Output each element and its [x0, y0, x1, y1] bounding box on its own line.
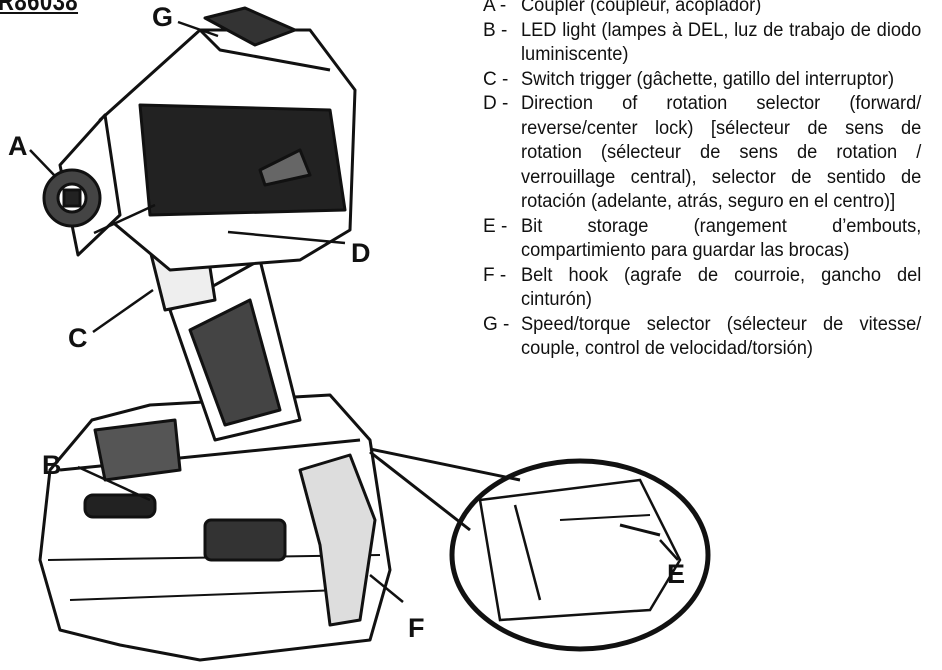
callout-d: D [351, 238, 371, 268]
callout-g: G [152, 2, 173, 32]
part-code: B - [483, 19, 508, 41]
part-item-a: A - Coupler (coupleur, acoplador) [483, 0, 938, 19]
part-code: A - [483, 0, 507, 16]
part-item-b: B - LED light (lampes à DEL, luz de traba… [483, 19, 938, 68]
part-description: LED light (lampes à DEL, luz de trabajo … [521, 19, 922, 66]
part-description: Coupler (coupleur, acoplador) [521, 0, 762, 16]
callout-a: A [8, 131, 28, 161]
callout-f: F [408, 613, 425, 643]
callout-b: B [42, 450, 62, 480]
part-description: Switch trigger (gâchette, gatillo del in… [521, 68, 895, 90]
part-item-f: F - Belt hook (agrafe de courroie, gancho… [483, 264, 938, 313]
part-code: F - [483, 264, 507, 286]
callout-c: C [68, 323, 88, 353]
part-item-e: E - Bit storage (rangement d’embouts, com… [483, 215, 938, 264]
part-code: E - [483, 215, 508, 237]
part-description: Belt hook (agrafe de courroie, gancho de… [521, 264, 922, 311]
part-code: G - [483, 313, 510, 335]
parts-list: A - Coupler (coupleur, acoplador) B - LED … [483, 0, 938, 362]
speed-torque-selector [203, 6, 297, 47]
part-description: Speed/torque selector (sélecteur de vite… [521, 313, 922, 360]
belt-hook [298, 453, 377, 627]
part-item-d: D - Direction of rotation selector (forwa… [483, 92, 938, 215]
model-number: R86038 [0, 0, 79, 16]
part-code: C - [483, 68, 509, 90]
part-description: Bit storage (rangement d’embouts, compar… [521, 215, 922, 262]
part-item-c: C - Switch trigger (gâchette, gatillo del… [483, 68, 938, 93]
impact-driver-illustration: G A D C B F [8, 2, 425, 662]
part-item-g: G - Speed/torque selector (sélecteur de v… [483, 313, 938, 362]
part-description: Direction of rotation selector (forward/… [521, 93, 922, 212]
part-code: D - [483, 93, 509, 114]
callout-e: E [667, 559, 685, 589]
